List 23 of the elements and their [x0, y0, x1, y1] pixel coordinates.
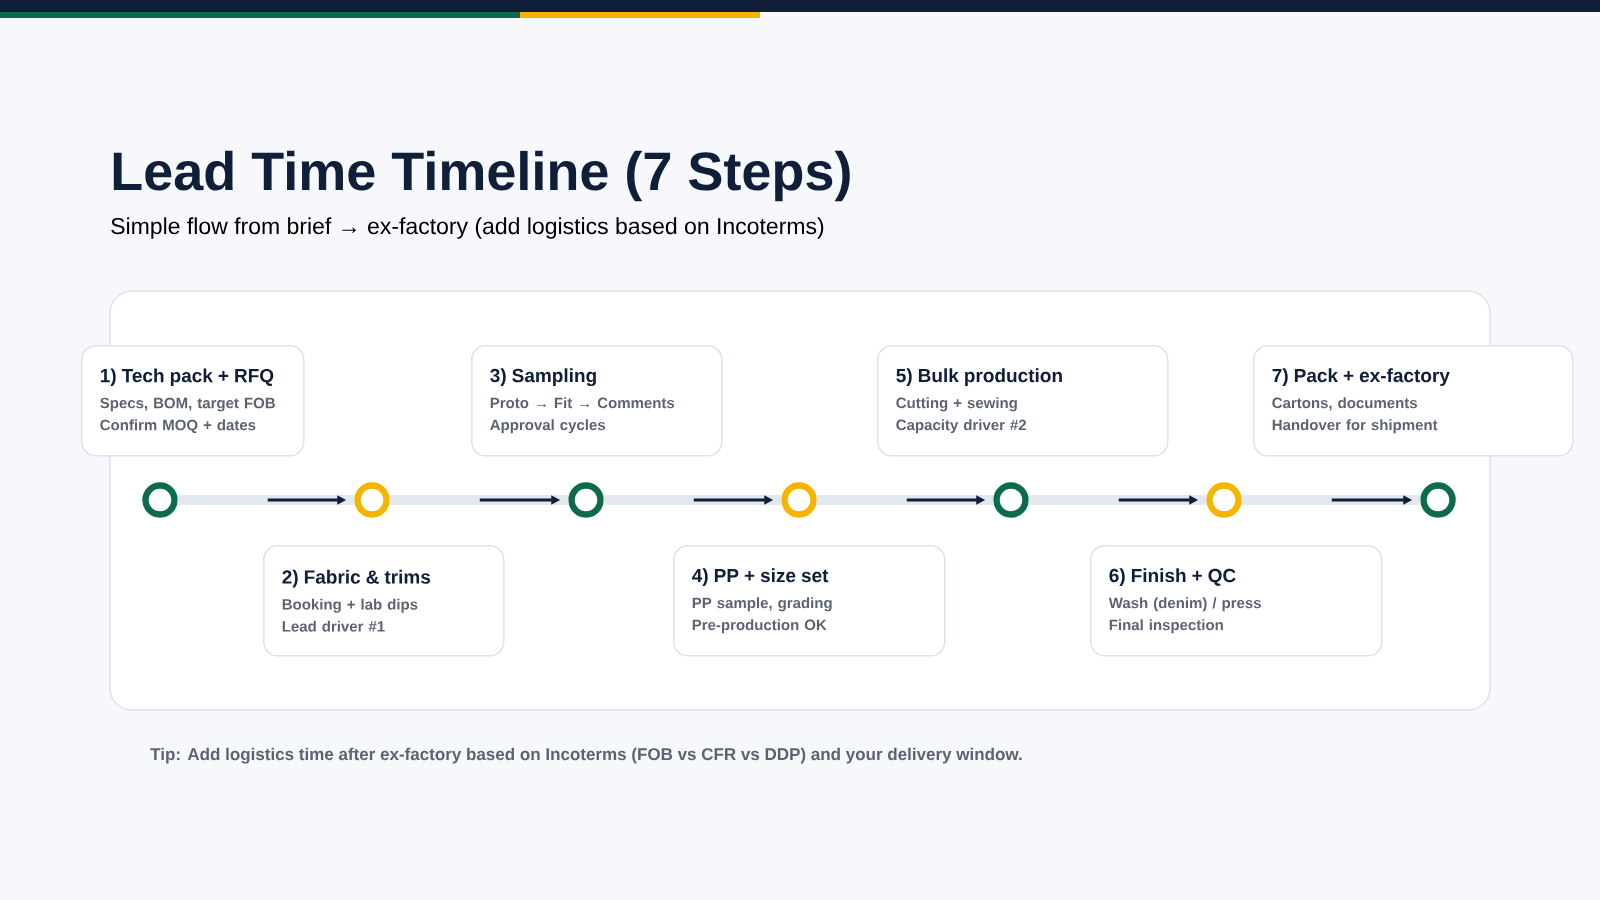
arrow: [1241, 495, 1421, 505]
milestone-circle: [568, 482, 604, 518]
arrow: [177, 495, 355, 505]
step-card: 2) Fabric & trims Booking + lab dips Lead driver #1: [263, 545, 505, 657]
step-card: 6) Finish + QC Wash (denim) / press Final inspection: [1090, 545, 1383, 657]
tip-note: Tip: Add logistics time after ex-factory based on Incoterms (FOB vs CFR vs DDP) and your delivery window.: [150, 747, 1022, 764]
milestone-circle: [993, 482, 1029, 518]
milestone-circle: [1420, 482, 1456, 518]
arrow: [816, 495, 994, 505]
title: Lead Time Timeline (7 Steps): [113, 150, 850, 202]
arrow: [1028, 495, 1207, 505]
arrow: [603, 495, 782, 505]
arrow: [389, 495, 569, 505]
milestone-circle: [354, 482, 390, 518]
step-card: 5) Bulk production Cutting + sewing Capacity driver #2: [877, 345, 1169, 457]
step-card: 4) PP + size set PP sample, grading Pre-production OK: [673, 545, 946, 657]
subtitle: Simple flow from brief → ex-factory (add logistics based on Incoterms): [111, 217, 824, 239]
milestone-circle: [1206, 482, 1242, 518]
milestone-circle: [142, 482, 178, 518]
step-card: 7) Pack + ex-factory Cartons, documents Handover for shipment: [1253, 345, 1574, 457]
milestone-circle: [781, 482, 817, 518]
step-card: 3) Sampling Proto → Fit → Comments Approval cycles: [471, 345, 723, 457]
step-card: 1) Tech pack + RFQ Specs, BOM, target FOB Confirm MOQ + dates: [81, 345, 305, 457]
